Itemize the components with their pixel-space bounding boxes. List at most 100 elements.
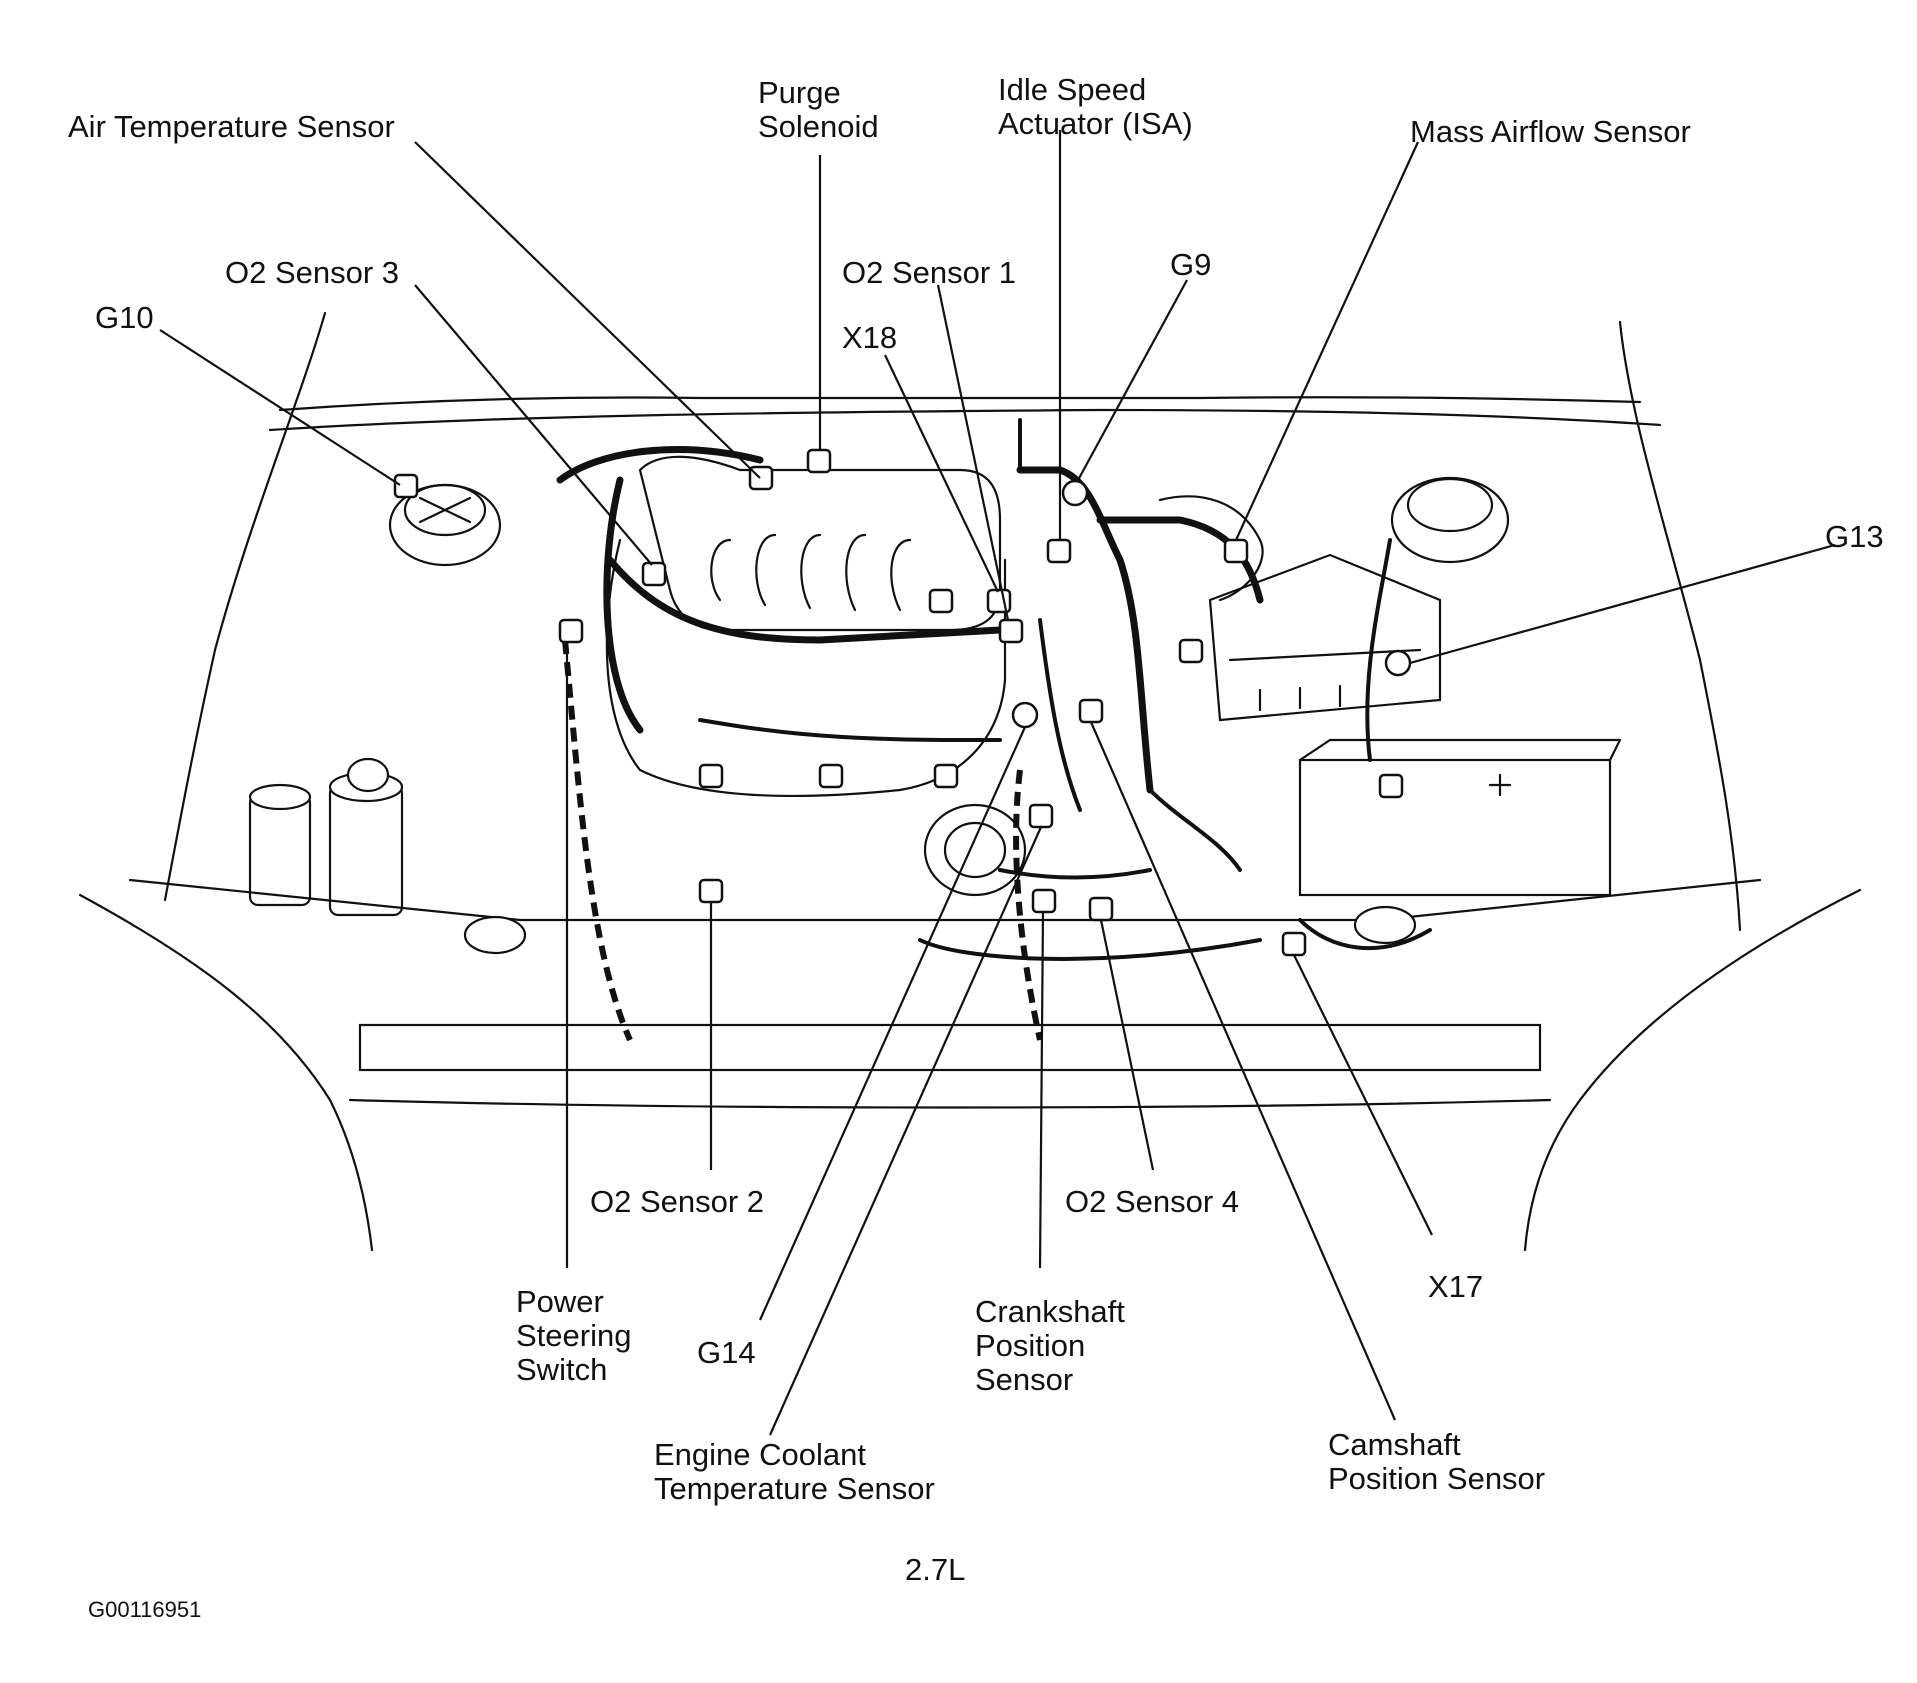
right-fender-outline bbox=[1618, 320, 1742, 932]
connector-ckp bbox=[1031, 888, 1057, 914]
leader-g10 bbox=[159, 329, 401, 486]
label-purge-solenoid-line2: Solenoid bbox=[758, 109, 879, 144]
label-crankshaft-line3: Sensor bbox=[975, 1362, 1073, 1397]
connector-x17 bbox=[1281, 931, 1307, 957]
engine-block-outline bbox=[605, 538, 1007, 798]
label-g10: G10 bbox=[95, 300, 154, 335]
connector-g10 bbox=[393, 473, 419, 499]
right-body-curve bbox=[1523, 888, 1862, 1252]
left-strut-cross bbox=[418, 496, 472, 524]
wiring-harness bbox=[556, 418, 1432, 961]
connector-battery bbox=[1378, 773, 1404, 799]
label-g13: G13 bbox=[1825, 519, 1884, 554]
firewall-line bbox=[268, 408, 1662, 432]
connector-o2-4 bbox=[1088, 896, 1114, 922]
label-camshaft-line1: Camshaft bbox=[1328, 1427, 1461, 1462]
connector-g14 bbox=[1011, 701, 1039, 729]
connector-isa bbox=[1046, 538, 1072, 564]
left-strut-cap bbox=[403, 483, 487, 537]
leader-g13 bbox=[1409, 543, 1836, 665]
label-o2-sensor-4: O2 Sensor 4 bbox=[1065, 1184, 1239, 1219]
connector-ect bbox=[1028, 803, 1054, 829]
battery-terminal-plus bbox=[1488, 773, 1512, 797]
connector-o2-2 bbox=[698, 878, 724, 904]
connector-o2-1 bbox=[998, 618, 1024, 644]
connector-aux-5 bbox=[933, 763, 959, 789]
right-strut-cap bbox=[1406, 477, 1494, 533]
label-power-steering-line3: Switch bbox=[516, 1352, 607, 1387]
label-isa-line1: Idle Speed bbox=[998, 72, 1146, 107]
right-strut-tower bbox=[1390, 476, 1510, 564]
label-purge-solenoid-line1: Purge bbox=[758, 75, 841, 110]
crank-pulley-hub bbox=[943, 821, 1007, 879]
connector-g13 bbox=[1384, 649, 1412, 677]
label-power-steering-line2: Steering bbox=[516, 1318, 631, 1353]
right-mount bbox=[1353, 905, 1417, 945]
engine-displacement-label: 2.7L bbox=[905, 1552, 965, 1587]
bumper-line bbox=[348, 1098, 1552, 1109]
left-body-curve bbox=[78, 893, 374, 1252]
leader-g14 bbox=[758, 726, 1027, 1321]
leader-x17 bbox=[1293, 954, 1433, 1236]
cowl-outline bbox=[278, 396, 1642, 412]
leader-lines bbox=[159, 130, 1836, 1436]
connectors bbox=[393, 448, 1412, 957]
intake-runners bbox=[710, 533, 912, 612]
intake-duct bbox=[1158, 495, 1264, 602]
washer-reservoir-cap bbox=[248, 783, 312, 811]
air-cleaner-ribs bbox=[1228, 648, 1422, 712]
connector-ps-switch bbox=[558, 618, 584, 644]
connector-aux-3 bbox=[698, 763, 724, 789]
coolant-reservoir bbox=[328, 783, 404, 917]
label-camshaft-line2: Position Sensor bbox=[1328, 1461, 1545, 1496]
label-o2-sensor-3: O2 Sensor 3 bbox=[225, 255, 399, 290]
leader-mass-airflow bbox=[1234, 141, 1420, 541]
label-ect-line2: Temperature Sensor bbox=[654, 1471, 935, 1506]
label-air-temperature-sensor: Air Temperature Sensor bbox=[68, 109, 395, 144]
label-x17: X17 bbox=[1428, 1269, 1483, 1304]
front-crossmember bbox=[358, 1023, 1542, 1072]
engine-illustration bbox=[78, 311, 1862, 1252]
washer-reservoir bbox=[248, 793, 312, 907]
figure-id: G00116951 bbox=[88, 1597, 201, 1622]
leader-air-temp-sensor bbox=[414, 141, 761, 479]
leader-camshaft bbox=[1089, 721, 1397, 1421]
leader-engine-coolant bbox=[768, 826, 1043, 1436]
left-fender-outline bbox=[163, 311, 327, 902]
connector-aux-1 bbox=[1178, 638, 1204, 664]
air-cleaner-box bbox=[1208, 553, 1442, 722]
leader-crankshaft bbox=[1038, 911, 1045, 1269]
connector-o2-3 bbox=[641, 561, 667, 587]
labels: Air Temperature Sensor Purge Solenoid Id… bbox=[68, 72, 1884, 1622]
label-power-steering-line1: Power bbox=[516, 1284, 604, 1319]
connector-purge bbox=[806, 448, 832, 474]
dashed-harness-right bbox=[1013, 769, 1043, 1041]
label-g14: G14 bbox=[697, 1335, 756, 1370]
leader-g9 bbox=[1076, 279, 1188, 483]
leader-o2-sensor-1 bbox=[936, 284, 1010, 621]
label-g9: G9 bbox=[1170, 247, 1211, 282]
left-mount bbox=[463, 915, 527, 955]
leader-o2-sensor-3 bbox=[414, 284, 653, 566]
connector-g9 bbox=[1061, 479, 1089, 507]
label-crankshaft-line2: Position bbox=[975, 1328, 1085, 1363]
label-mass-airflow-sensor: Mass Airflow Sensor bbox=[1410, 114, 1691, 149]
dashed-harness-left bbox=[562, 639, 633, 1042]
connector-maf bbox=[1223, 538, 1249, 564]
label-o2-sensor-2: O2 Sensor 2 bbox=[590, 1184, 764, 1219]
crank-pulley bbox=[923, 803, 1027, 897]
label-o2-sensor-1: O2 Sensor 1 bbox=[842, 255, 1016, 290]
label-isa-line2: Actuator (ISA) bbox=[998, 106, 1193, 141]
radiator-support bbox=[128, 878, 1762, 922]
leader-x18 bbox=[884, 354, 999, 593]
label-crankshaft-line1: Crankshaft bbox=[975, 1294, 1125, 1329]
leader-o2-sensor-4 bbox=[1099, 919, 1155, 1171]
connector-cmp bbox=[1078, 698, 1104, 724]
coolant-reservoir-top bbox=[346, 757, 390, 793]
battery-top bbox=[1298, 738, 1622, 762]
connector-aux-4 bbox=[818, 763, 844, 789]
label-ect-line1: Engine Coolant bbox=[654, 1437, 866, 1472]
battery bbox=[1298, 758, 1612, 897]
connector-aux-2 bbox=[928, 588, 954, 614]
